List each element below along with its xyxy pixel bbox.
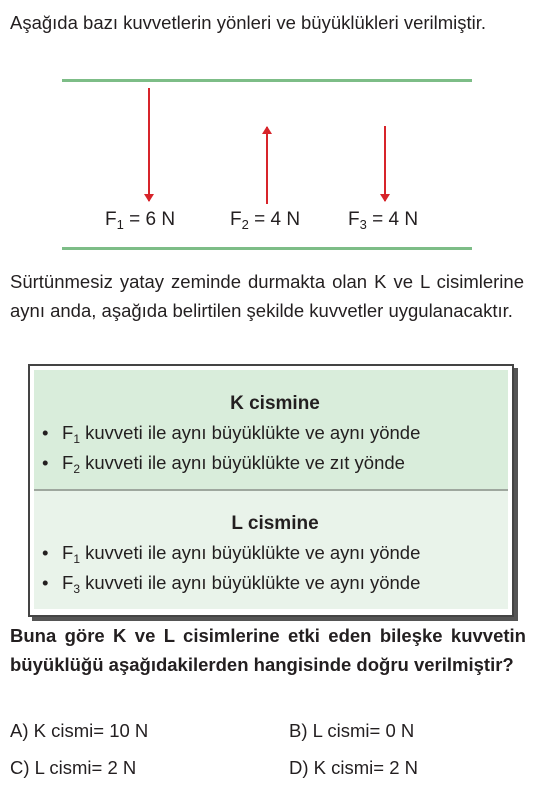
- problem-paragraph: Sürtünmesiz yatay zeminde durmakta olan …: [10, 271, 524, 321]
- option-a[interactable]: A) K cismi= 10 N: [10, 720, 149, 741]
- option-b[interactable]: B) L cismi= 0 N: [289, 720, 415, 741]
- l-title: L cismine: [231, 513, 319, 534]
- l-section: L cismine •F1 kuvveti ile aynı büyüklükt…: [34, 491, 508, 609]
- question-text: Buna göre K ve L cisimlerine etki eden b…: [10, 625, 526, 675]
- frame-gap-right: [472, 79, 486, 250]
- option-c[interactable]: C) L cismi= 2 N: [10, 757, 137, 778]
- k-item-1: •F1 kuvveti ile aynı büyüklükte ve aynı …: [42, 422, 421, 446]
- forces-figure: [48, 79, 486, 250]
- f1-label: F1 = 6 N: [105, 209, 176, 232]
- instructions-box: K cismine •F1 kuvveti ile aynı büyüklükt…: [28, 364, 514, 617]
- k-title: K cismine: [230, 393, 320, 414]
- l-item-1: •F1 kuvveti ile aynı büyüklükte ve aynı …: [42, 542, 421, 566]
- intro-text: Aşağıda bazı kuvvetlerin yönleri ve büyü…: [10, 12, 487, 33]
- force-arrows: [144, 88, 390, 204]
- f3-label: F3 = 4 N: [348, 209, 419, 232]
- k-item-2: •F2 kuvveti ile aynı büyüklükte ve zıt y…: [42, 452, 405, 476]
- option-d[interactable]: D) K cismi= 2 N: [289, 757, 419, 778]
- frame-gap-left: [48, 79, 62, 250]
- f2-label: F2 = 4 N: [230, 209, 301, 232]
- k-section: K cismine •F1 kuvveti ile aynı büyüklükt…: [34, 370, 508, 491]
- l-item-2: •F3 kuvveti ile aynı büyüklükte ve aynı …: [42, 572, 421, 596]
